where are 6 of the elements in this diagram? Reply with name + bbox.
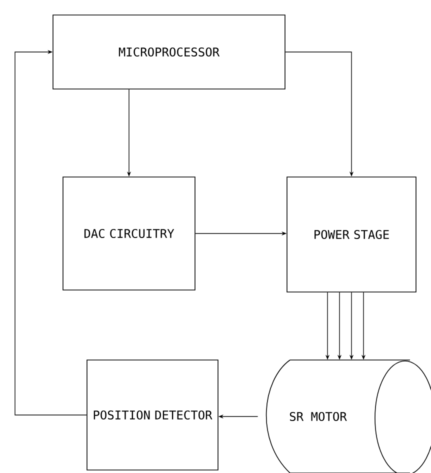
process-box: POSITION DETECTOR <box>86 360 218 470</box>
arrow <box>14 50 87 416</box>
process-box: POWER STAGE <box>286 176 416 292</box>
process-box: MICROPROCESSOR <box>52 14 286 90</box>
process-box: DAC CIRCUITRY <box>62 176 196 290</box>
motor-cylinder: SR MOTOR <box>266 360 431 473</box>
